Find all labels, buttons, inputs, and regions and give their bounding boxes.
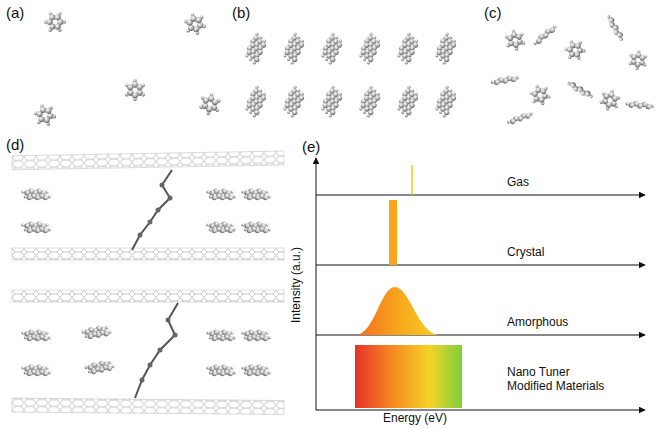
series-label: Amorphous	[507, 316, 568, 330]
graphene-sheet	[12, 151, 284, 170]
graphene-sheet	[12, 248, 284, 260]
crystal-molecules	[242, 31, 460, 119]
molecule-stack	[356, 84, 384, 119]
panel-label: (a)	[6, 4, 24, 21]
graphene-sheet	[12, 398, 284, 414]
series-label: Gas	[507, 176, 529, 190]
molecule-stack	[394, 31, 422, 66]
molecule	[596, 86, 624, 114]
panel-label: (e)	[302, 138, 320, 155]
molecule-stack	[206, 365, 236, 377]
molecule-stack	[280, 31, 308, 66]
molecule-stack	[206, 189, 236, 201]
molecule	[625, 100, 654, 110]
molecule-stack	[241, 189, 271, 201]
linker-atom	[138, 233, 143, 238]
molecule-stack	[206, 330, 236, 342]
molecule-stack	[21, 189, 51, 201]
graphene-sheet	[12, 290, 284, 302]
panel-label: (b)	[232, 4, 250, 21]
intercalated-molecules	[21, 189, 271, 377]
panel-label: (c)	[484, 4, 502, 21]
molecule-stack	[318, 31, 346, 66]
panel-label: (d)	[6, 136, 24, 153]
linker-atom	[160, 183, 165, 188]
molecule-stack	[84, 358, 115, 376]
linker-atom	[158, 348, 163, 353]
linker-atom	[140, 378, 145, 383]
baseline	[316, 195, 645, 196]
series-label: Nano Tuner Modified Materials	[507, 366, 613, 394]
gas-peak	[411, 165, 413, 195]
linker-atom	[148, 363, 153, 368]
molecule-stack	[241, 330, 271, 342]
spectra-chart	[316, 158, 645, 410]
molecule-stack	[356, 31, 384, 66]
linker-atom	[166, 318, 171, 323]
molecule	[506, 110, 534, 126]
linker-atom	[148, 220, 153, 225]
x-axis	[316, 410, 645, 411]
molecule-stack	[206, 222, 236, 234]
linker-molecules	[132, 170, 178, 398]
linker-atom	[156, 208, 161, 213]
molecule	[625, 47, 652, 73]
molecule	[528, 84, 553, 107]
amorphous-peak	[355, 287, 440, 335]
axis-title: Intensity (a.u.)	[290, 247, 304, 323]
linker-chain	[135, 303, 178, 398]
linker-chain	[132, 170, 172, 250]
molecule-stack	[241, 365, 271, 377]
molecule	[502, 28, 528, 53]
molecule-stack	[241, 222, 271, 234]
linker-atom	[168, 196, 173, 201]
molecule	[490, 74, 520, 86]
graphene-sheets	[12, 151, 284, 414]
molecule	[605, 14, 626, 43]
molecule-stack	[21, 222, 51, 234]
molecule-stack	[280, 84, 308, 119]
molecule-stack	[81, 324, 112, 341]
gas-molecules	[32, 11, 225, 126]
molecule	[120, 76, 149, 105]
molecule	[566, 80, 595, 101]
baseline	[316, 265, 645, 266]
molecule-stack	[21, 365, 51, 377]
molecule	[532, 23, 559, 47]
y-axis	[316, 158, 317, 410]
molecule-stack	[242, 31, 270, 66]
crystal-band	[389, 200, 397, 265]
axis-title: Energy (eV)	[383, 412, 447, 426]
tuned-spectrum-band	[355, 345, 462, 408]
amorphous-molecules	[490, 14, 655, 126]
molecule	[564, 40, 587, 61]
molecule-stack	[318, 84, 346, 119]
linker-atom	[173, 333, 178, 338]
molecule-stack	[242, 84, 270, 119]
molecule-stack	[394, 84, 422, 119]
molecule	[44, 12, 67, 32]
molecule	[195, 89, 225, 119]
series-label: Crystal	[507, 246, 544, 260]
molecule-stack	[432, 31, 460, 66]
molecule	[182, 11, 209, 36]
molecule-stack	[432, 84, 460, 119]
molecule	[32, 103, 58, 127]
molecule-stack	[21, 330, 51, 342]
